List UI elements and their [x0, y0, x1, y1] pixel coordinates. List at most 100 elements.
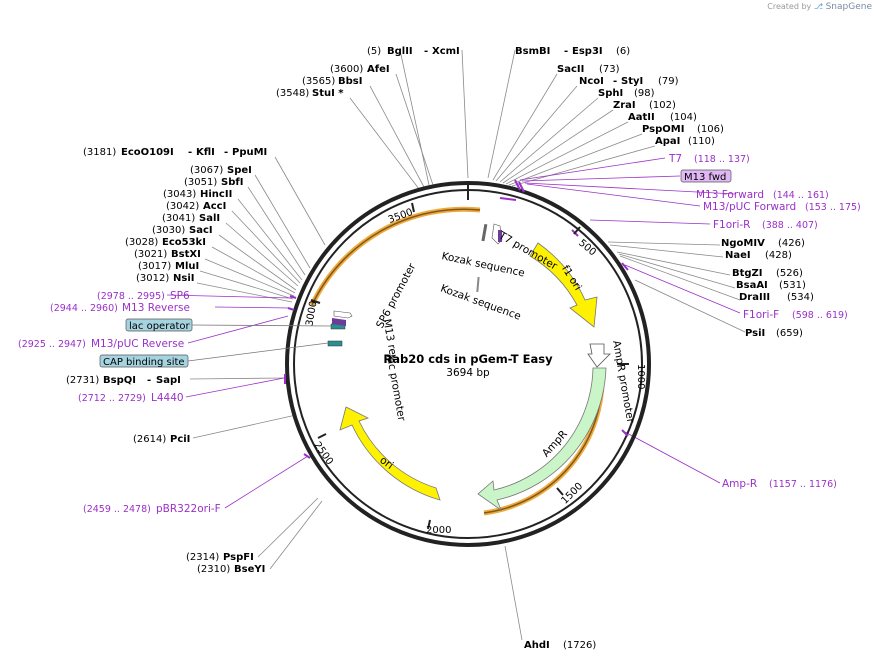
ruler-label: 500 [576, 238, 598, 259]
site-pos: (102) [649, 100, 676, 111]
site-name: SpeI [227, 165, 252, 176]
site-pos: (98) [634, 88, 655, 99]
site-pos: (79) [658, 76, 679, 87]
site-pos: (428) [765, 250, 792, 261]
site-name: XcmI [432, 46, 460, 57]
feature-label-kozak: Kozak sequence [439, 282, 523, 322]
primer-range: (2944 .. 2960) [50, 303, 118, 314]
primer-label-m13-forward: M13 Forward [696, 189, 764, 201]
snapgene-logo-icon: ⎇ [813, 2, 824, 11]
ampr-arrow [477, 367, 607, 512]
primer-connectors [166, 157, 741, 509]
f1-ori-arrow [529, 242, 598, 328]
boxed-label-cap-binding-site: CAP binding site [103, 357, 185, 368]
kozak-mark-2 [476, 276, 480, 293]
feature-label-kozak: Kozak sequence [440, 250, 525, 279]
site-pos: (3030) [152, 225, 185, 236]
site-name: StuI * [312, 88, 344, 99]
site-name: EcoO109I [121, 147, 174, 158]
site-pos: (3028) [125, 237, 158, 248]
site-name: NsiI [173, 273, 194, 284]
primer-label-t7: T7 [668, 153, 682, 165]
plasmid-title: Rab20 cds in pGem-T Easy [383, 352, 553, 366]
site-pos: (659) [776, 328, 803, 339]
site-separator: - [564, 46, 568, 57]
ruler-tick-marks [310, 183, 629, 530]
feature-arrows [327, 223, 611, 512]
site-separator: - [424, 46, 428, 57]
primer-range: (2459 .. 2478) [83, 504, 151, 515]
primer-label-m13-puc-reverse: M13/pUC Reverse [91, 338, 184, 350]
site-name: AatII [628, 112, 655, 123]
site-name: NcoI [579, 76, 604, 87]
primer-label-f1ori-r: F1ori-R [713, 219, 750, 231]
site-name: NgoMIV [721, 238, 765, 249]
primer-label-m13-puc-forward: M13/pUC Forward [703, 201, 796, 213]
ampr-promoter-arrow [587, 343, 611, 368]
ruler-label: 1000 [635, 364, 646, 389]
kozak-mark-1 [481, 223, 488, 242]
primer-label-pbr322ori-f: pBR322ori-F [156, 503, 221, 515]
site-pos: (3041) [162, 213, 195, 224]
ruler-label: 3000 [304, 300, 319, 327]
site-pos: (426) [778, 238, 805, 249]
region-arc-left-core [311, 208, 481, 306]
site-pos: (1726) [563, 640, 596, 651]
primer-range: (598 .. 619) [792, 310, 848, 321]
site-separator: - [147, 375, 151, 386]
site-pos: (3565) [302, 76, 335, 87]
site-name: BspQI [103, 375, 136, 386]
primer-range: (388 .. 407) [762, 220, 818, 231]
site-pos: (2314) [186, 552, 219, 563]
site-separator: - [224, 147, 228, 158]
cap-site-connector [187, 342, 329, 362]
plasmid-length: 3694 bp [446, 367, 490, 379]
site-name: AhdI [524, 640, 550, 651]
site-pos: (2614) [133, 434, 166, 445]
m13-fwd-mark [498, 230, 502, 242]
primer-marks [284, 179, 629, 459]
site-separator: - [613, 76, 617, 87]
site-name: SalI [199, 213, 220, 224]
site-pos: (5) [367, 46, 381, 57]
site-pos: (3021) [134, 249, 167, 260]
site-pos: (3181) [83, 147, 116, 158]
site-name: Esp3I [572, 46, 603, 57]
site-pos: (2310) [197, 564, 230, 575]
site-name: BglII [387, 46, 413, 57]
site-name: HincII [200, 189, 232, 200]
site-name: AfeI [367, 64, 390, 75]
site-name: PspFI [223, 552, 254, 563]
site-name: SacI [189, 225, 213, 236]
boxed-label-lac-operator: lac operator [129, 321, 190, 332]
credit-brand: SnapGene [825, 2, 872, 12]
site-separator: - [188, 147, 192, 158]
site-name: PsiI [745, 328, 765, 339]
site-pos: (6) [616, 46, 630, 57]
cap-site-mark [327, 340, 343, 347]
site-pos: (526) [776, 268, 803, 279]
site-pos: (3017) [138, 261, 171, 272]
primer-range: (2978 .. 2995) [97, 291, 165, 302]
site-name: NaeI [725, 250, 751, 261]
site-name: MluI [175, 261, 199, 272]
site-name: AccI [203, 201, 226, 212]
m13-rev-mark [332, 318, 346, 326]
site-pos: (106) [697, 124, 724, 135]
site-pos: (3600) [330, 64, 363, 75]
site-name: PpuMI [232, 147, 267, 158]
feature-label-sp6-promoter: SP6 promoter [374, 261, 419, 331]
primer-range: (153 .. 175) [805, 202, 861, 213]
site-pos: (3012) [136, 273, 169, 284]
site-pos: (104) [670, 112, 697, 123]
lac-operator-connector [191, 324, 332, 327]
primer-label-m13-fwd: M13 fwd [684, 172, 726, 183]
site-name: BtgZI [732, 268, 763, 279]
primer-range: (2712 .. 2729) [78, 393, 146, 404]
site-name: ZraI [613, 100, 636, 111]
primer-label-m13-reverse: M13 Reverse [122, 302, 190, 314]
site-name: DraIII [739, 292, 770, 303]
primer-range: (2925 .. 2947) [18, 339, 86, 350]
site-pos: (73) [599, 64, 620, 75]
